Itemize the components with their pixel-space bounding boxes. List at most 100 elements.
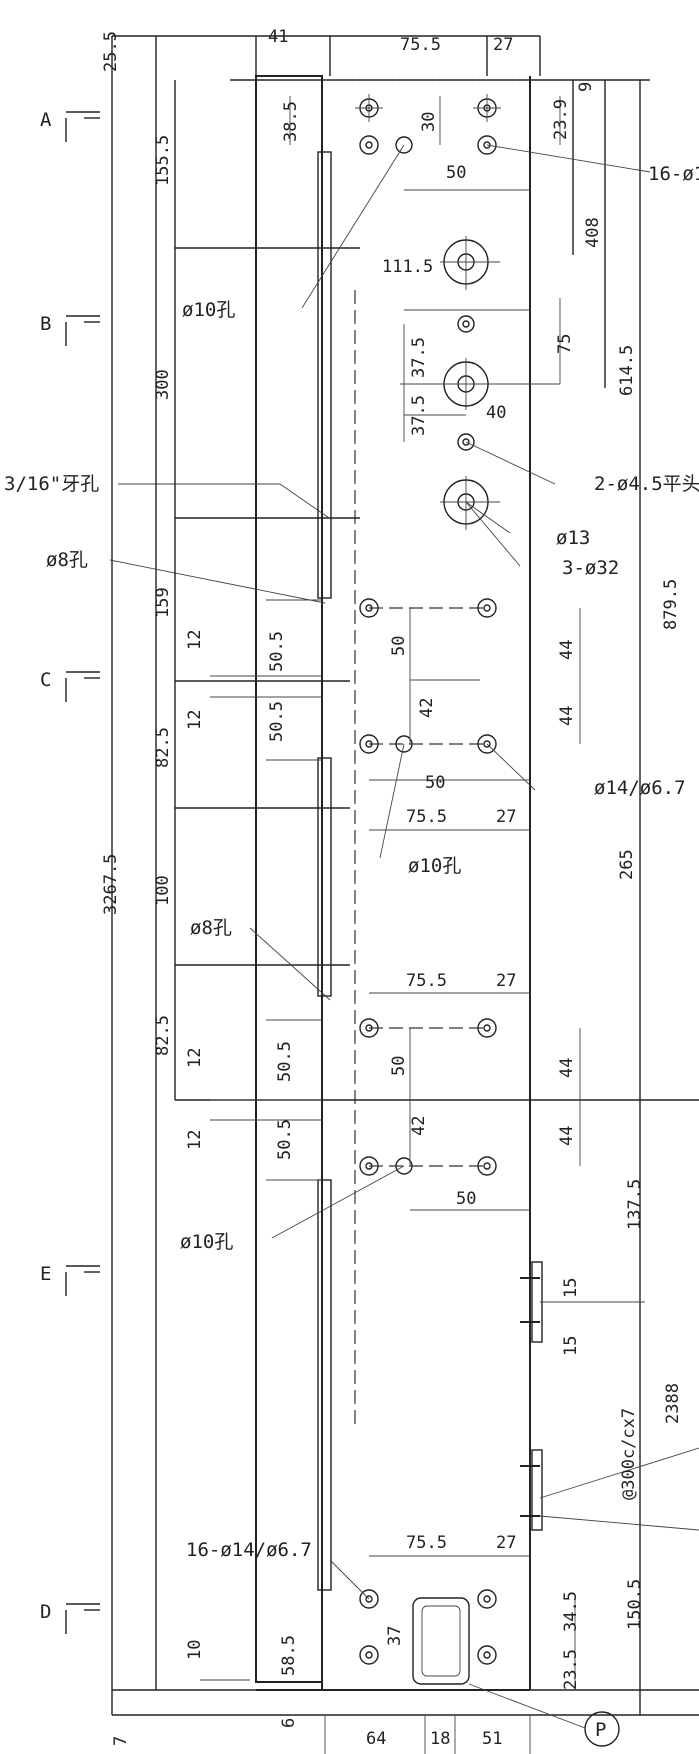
dim-12-b: 12 — [185, 710, 205, 730]
label-marker-p: P — [595, 1719, 606, 1741]
dim-50-5-b: 50.5 — [267, 701, 287, 742]
dim-50-5-a: 50.5 — [267, 631, 287, 672]
dim-100: 100 — [153, 875, 173, 906]
dim-27-top: 27 — [493, 35, 513, 55]
web-strip-upper — [317, 151, 332, 599]
dim-12-d: 12 — [185, 1130, 205, 1150]
dim-23-5: 23.5 — [561, 1649, 581, 1690]
dim-15-a: 15 — [561, 1278, 581, 1298]
hole-group-top — [355, 94, 501, 155]
marker-p — [584, 1711, 620, 1747]
dim-50-d2: 50 — [456, 1189, 476, 1209]
dim-44-b: 44 — [557, 706, 577, 726]
label-hole-10-a: ø10孔 — [182, 299, 235, 321]
label-hole-3-32: 3-ø32 — [562, 557, 619, 579]
dim-27-e: 27 — [496, 1533, 516, 1553]
dim-44-c: 44 — [557, 1058, 577, 1078]
dim-34-5: 34.5 — [561, 1591, 581, 1632]
dim-408: 408 — [583, 217, 603, 248]
label-hole-8-b: ø8孔 — [190, 917, 232, 939]
dim-7: 7 — [111, 1736, 131, 1746]
dim-44-d: 44 — [557, 1126, 577, 1146]
dim-75-5-e: 75.5 — [406, 1533, 447, 1553]
dimension-lines — [155, 36, 645, 1754]
dim-6: 6 — [279, 1718, 299, 1728]
dim-58-5: 58.5 — [279, 1635, 299, 1676]
dim-3267-5: 3267.5 — [101, 854, 121, 915]
dim-44-a: 44 — [557, 640, 577, 660]
dim-10: 10 — [185, 1640, 205, 1660]
dim-50-5-c: 50.5 — [275, 1041, 295, 1082]
dim-75-5-d: 75.5 — [406, 971, 447, 991]
label-hole-16-bottom: 16-ø14/ø6.7 — [186, 1539, 312, 1561]
dim-111-5: 111.5 — [382, 257, 433, 277]
dim-64: 64 — [366, 1729, 386, 1749]
web-strip-middle — [317, 757, 332, 997]
dim-51: 51 — [482, 1729, 502, 1749]
dim-2388: 2388 — [663, 1383, 683, 1424]
dim-42-c: 42 — [417, 698, 437, 718]
dim-82-5-a: 82.5 — [153, 727, 173, 768]
dim-12-a: 12 — [185, 630, 205, 650]
svg-text:C: C — [40, 669, 51, 691]
dim-12-c: 12 — [185, 1048, 205, 1068]
hole-group-d — [359, 1018, 497, 1176]
label-hole-16-top: 16-ø1 — [648, 163, 699, 185]
dim-137-5: 137.5 — [625, 1179, 645, 1230]
dim-879-5: 879.5 — [661, 579, 681, 630]
svg-text:D: D — [40, 1601, 51, 1623]
svg-text:A: A — [40, 109, 52, 131]
left-flange — [255, 75, 323, 1683]
dim-300: 300 — [153, 369, 173, 400]
dim-15-b: 15 — [561, 1336, 581, 1356]
dim-150-5: 150.5 — [625, 1579, 645, 1630]
section-marker-d: D — [40, 1601, 100, 1634]
anchor-bolts — [520, 1261, 543, 1531]
dim-23-9: 23.9 — [551, 99, 571, 140]
label-pitch: @300c/cx7 — [619, 1408, 639, 1500]
dim-37: 37 — [385, 1626, 405, 1646]
section-marker-e: E — [40, 1263, 100, 1296]
dim-614-5: 614.5 — [617, 345, 637, 396]
section-marker-b: B — [40, 313, 100, 346]
section-marker-c: C — [40, 669, 100, 702]
dim-18: 18 — [430, 1729, 450, 1749]
svg-text:B: B — [40, 313, 51, 335]
section-marker-a: A — [40, 109, 100, 142]
dim-159: 159 — [153, 587, 173, 618]
svg-text:E: E — [40, 1263, 51, 1285]
dim-42-d: 42 — [409, 1116, 429, 1136]
dim-50-c: 50 — [389, 636, 409, 656]
dim-75-5-c: 75.5 — [406, 807, 447, 827]
dim-50-d: 50 — [389, 1056, 409, 1076]
label-hole-10-b: ø10孔 — [408, 855, 461, 877]
dim-9: 9 — [576, 82, 596, 92]
dim-50-top: 50 — [446, 163, 466, 183]
label-hole-8-a: ø8孔 — [46, 549, 88, 571]
dim-27-c: 27 — [496, 807, 516, 827]
label-slot-2-4-5: 2-ø4.5平头 — [594, 473, 699, 495]
hole-group-c — [359, 598, 497, 754]
dim-37-5-a: 37.5 — [409, 337, 429, 378]
dim-50-5-d: 50.5 — [275, 1119, 295, 1160]
dim-38-5: 38.5 — [281, 101, 301, 142]
dim-30: 30 — [419, 112, 439, 132]
dim-75: 75 — [555, 334, 575, 354]
dim-75-5-top: 75.5 — [400, 35, 441, 55]
dim-40: 40 — [486, 403, 506, 423]
dim-50-c2: 50 — [425, 773, 445, 793]
dim-82-5-b: 82.5 — [153, 1015, 173, 1056]
dim-37-5-b: 37.5 — [409, 395, 429, 436]
dim-265: 265 — [617, 849, 637, 880]
large-holes-b — [400, 236, 560, 530]
annotation-labels: 16-ø1 ø10孔 3/16"牙孔 ø8孔 2-ø4.5平头 ø13 3-ø3… — [4, 163, 699, 1741]
dim-41: 41 — [268, 27, 288, 47]
leader-lines — [109, 144, 699, 1729]
label-hole-13: ø13 — [556, 527, 590, 549]
label-hole-14-6-7: ø14/ø6.7 — [594, 777, 686, 799]
label-hole-10-c: ø10孔 — [180, 1231, 233, 1253]
label-thread-hole: 3/16"牙孔 — [4, 473, 99, 495]
dim-27-d: 27 — [496, 971, 516, 991]
dim-155-5: 155.5 — [153, 135, 173, 186]
